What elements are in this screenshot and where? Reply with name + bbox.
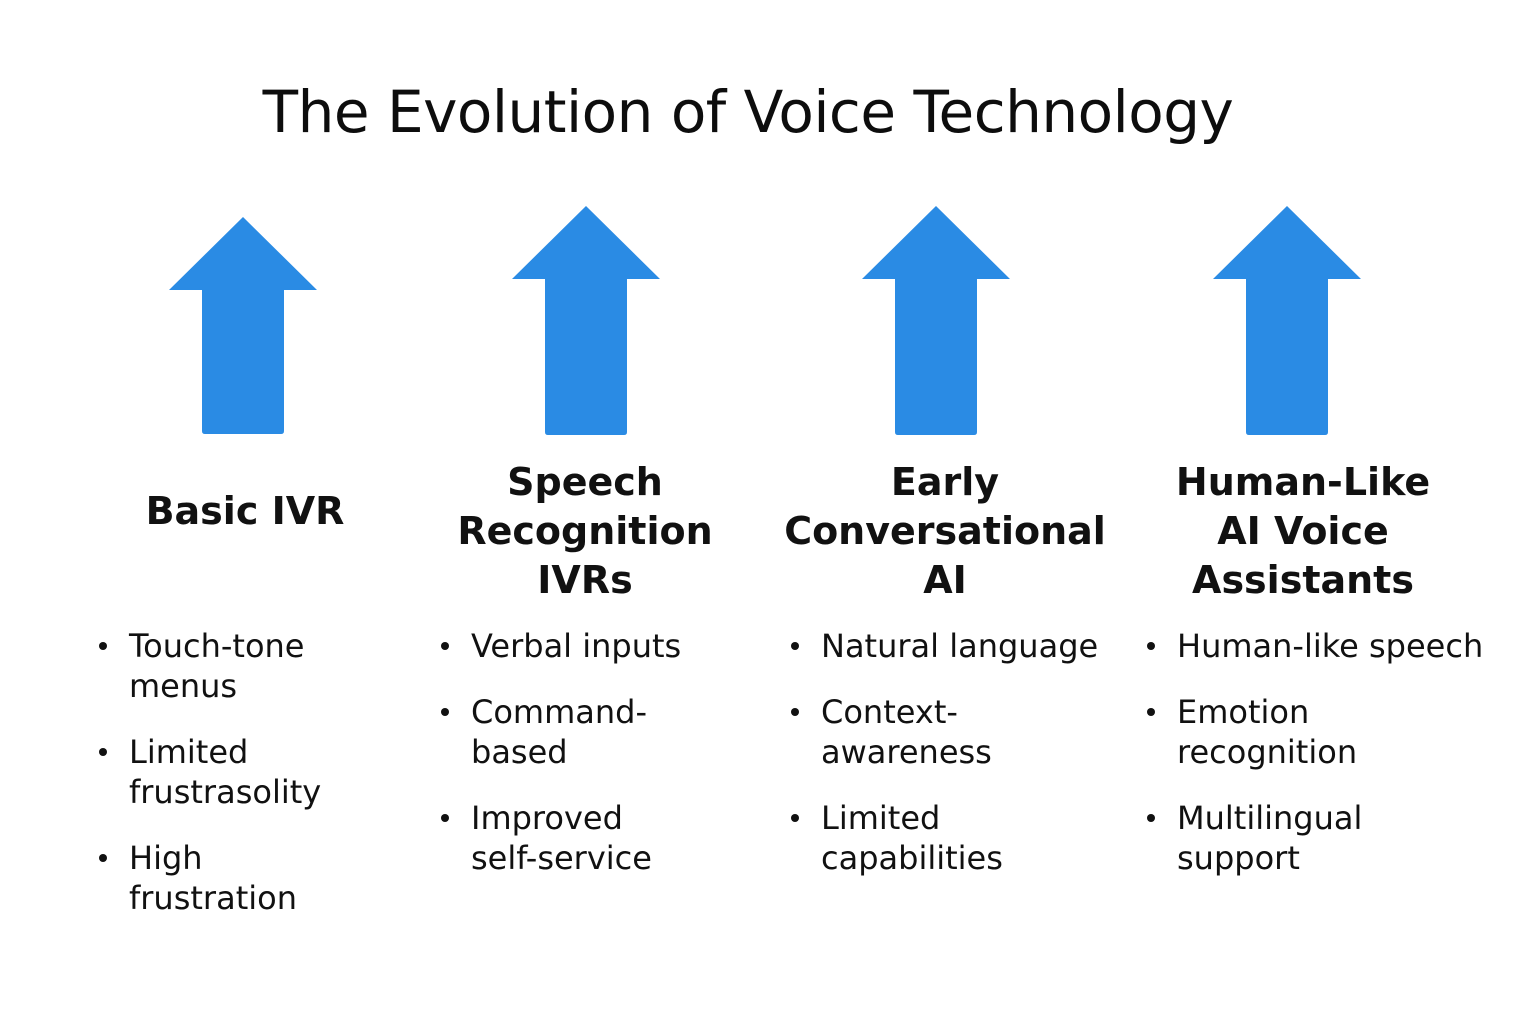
stage-title-line: Speech — [507, 460, 663, 504]
bullet-dot — [1147, 814, 1155, 822]
bullet-item: Natural language — [791, 626, 1121, 666]
bullet-text: Verbal inputs — [471, 627, 682, 665]
bullet-text: Multilingual — [1177, 799, 1363, 837]
bullet-text: Natural language — [821, 627, 1099, 665]
up-arrow-icon — [1212, 204, 1362, 436]
bullet-text: Limited — [821, 799, 941, 837]
bullet-dot — [99, 854, 107, 862]
bullet-text: Limited — [129, 733, 249, 771]
bullet-text: Context- — [821, 693, 958, 731]
stage-title-basic-ivr: Basic IVR — [120, 487, 370, 536]
stage-title-line: Human-Like — [1175, 460, 1431, 504]
stage-title-line: Assistants — [1192, 558, 1414, 602]
stage-title-line: AI Voice — [1217, 509, 1389, 553]
bullet-dot — [441, 814, 449, 822]
bullet-text: based — [471, 733, 568, 771]
bullet-text: Emotion — [1177, 693, 1310, 731]
stage-title-line: Conversational — [784, 509, 1106, 553]
bullet-dot — [1147, 708, 1155, 716]
up-arrow-icon — [168, 215, 318, 435]
bullet-text: Improved — [471, 799, 623, 837]
bullet-text: Command- — [471, 693, 648, 731]
bullet-text: support — [1177, 839, 1300, 877]
stage-title-line: Early — [890, 460, 1000, 504]
bullet-dot — [99, 642, 107, 650]
up-arrow-icon — [861, 204, 1011, 436]
up-arrow-icon — [511, 204, 661, 436]
stage-title-line: IVRs — [537, 558, 633, 602]
bullet-item: Command-based — [441, 692, 751, 772]
bullet-text: frustrasolity — [129, 773, 322, 811]
bullet-item: Context-awareness — [791, 692, 1121, 772]
bullet-dot — [1147, 642, 1155, 650]
bullet-dot — [99, 748, 107, 756]
bullet-dot — [441, 642, 449, 650]
bullet-text: frustration — [129, 879, 297, 917]
bullet-text: menus — [129, 667, 238, 705]
bullet-item: Verbal inputs — [441, 626, 751, 666]
bullet-text: awareness — [821, 733, 992, 771]
stage-title-human-like-ai-voice-assistants: Human-Like AI Voice Assistants — [1153, 458, 1453, 605]
bullet-text: Human-like speech — [1177, 627, 1484, 665]
bullet-text: capabilities — [821, 839, 1003, 877]
page-title: The Evolution of Voice Technology — [262, 78, 1234, 146]
stage-title-line: Basic IVR — [145, 489, 345, 533]
bullet-dot — [791, 814, 799, 822]
stage-bullets-early-conversational-ai: Natural language Context-awareness Limit… — [791, 626, 1121, 904]
bullet-item: Human-like speech — [1147, 626, 1517, 666]
bullet-dot — [791, 708, 799, 716]
bullet-dot — [791, 642, 799, 650]
bullet-text: High — [129, 839, 203, 877]
bullet-text: recognition — [1177, 733, 1358, 771]
stage-title-speech-recognition-ivrs: Speech Recognition IVRs — [440, 458, 730, 605]
bullet-text: Touch-tone — [129, 627, 305, 665]
bullet-text: self-service — [471, 839, 652, 877]
bullet-dot — [441, 708, 449, 716]
stage-title-early-conversational-ai: Early Conversational AI — [780, 458, 1110, 605]
stage-title-line: AI — [923, 558, 967, 602]
stage-title-line: Recognition — [457, 509, 713, 553]
